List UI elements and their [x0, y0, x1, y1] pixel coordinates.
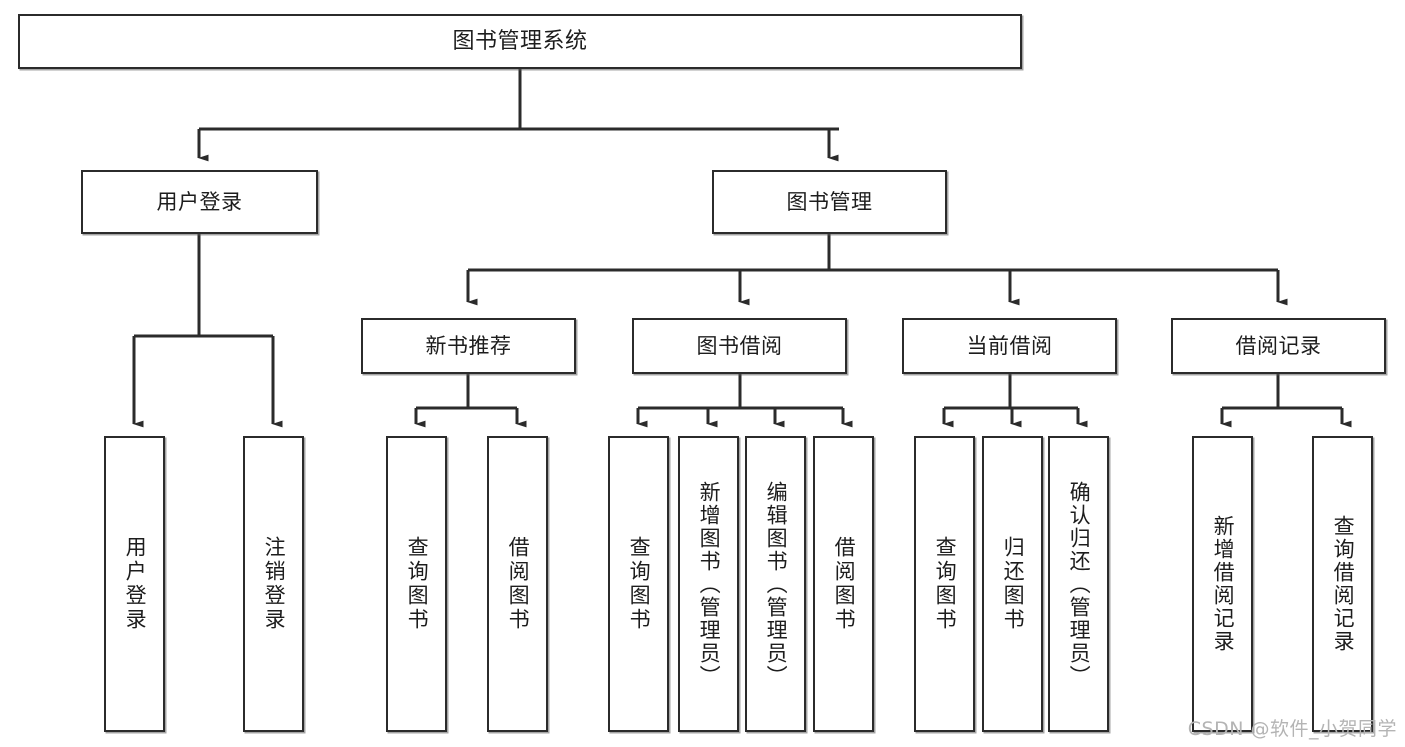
leaf-current-borrow-return-label: 归还图书 [1001, 536, 1026, 632]
leaf-book-borrow-edit[interactable]: 编辑图书（管理员） [745, 436, 806, 732]
leaf-borrow-record-add-label: 新增借阅记录 [1211, 515, 1236, 653]
leaf-current-borrow-return[interactable]: 归还图书 [982, 436, 1043, 732]
leaf-user-login-logout[interactable]: 注销登录 [243, 436, 304, 732]
leaf-book-borrow-borrow[interactable]: 借阅图书 [813, 436, 874, 732]
leaf-borrow-record-add[interactable]: 新增借阅记录 [1192, 436, 1253, 732]
leaf-new-book-borrow[interactable]: 借阅图书 [487, 436, 548, 732]
node-root-system[interactable]: 图书管理系统 [18, 14, 1022, 69]
node-book-borrow-label: 图书借阅 [696, 333, 783, 358]
node-book-management[interactable]: 图书管理 [712, 170, 947, 234]
leaf-new-book-query[interactable]: 查询图书 [386, 436, 447, 732]
leaf-borrow-record-query[interactable]: 查询借阅记录 [1312, 436, 1373, 732]
leaf-book-borrow-add[interactable]: 新增图书（管理员） [678, 436, 739, 732]
leaf-borrow-record-query-label: 查询借阅记录 [1331, 515, 1356, 653]
node-new-book-recommend[interactable]: 新书推荐 [361, 318, 576, 374]
leaf-current-borrow-confirm-return[interactable]: 确认归还（管理员） [1048, 436, 1109, 732]
leaf-new-book-borrow-label: 借阅图书 [506, 536, 531, 632]
leaf-user-login-login-label: 用户登录 [123, 536, 148, 632]
leaf-book-borrow-query-label: 查询图书 [627, 536, 652, 632]
leaf-book-borrow-borrow-label: 借阅图书 [832, 536, 857, 632]
node-book-management-label: 图书管理 [786, 189, 873, 214]
node-root-system-label: 图书管理系统 [452, 28, 588, 54]
leaf-current-borrow-confirm-return-label: 确认归还（管理员） [1067, 480, 1092, 688]
node-borrow-record-label: 借阅记录 [1235, 333, 1322, 358]
node-current-borrow[interactable]: 当前借阅 [902, 318, 1117, 374]
node-book-borrow[interactable]: 图书借阅 [632, 318, 847, 374]
leaf-new-book-query-label: 查询图书 [405, 536, 430, 632]
node-user-login[interactable]: 用户登录 [81, 170, 318, 234]
node-borrow-record[interactable]: 借阅记录 [1171, 318, 1386, 374]
leaf-book-borrow-add-label: 新增图书（管理员） [697, 480, 722, 688]
leaf-book-borrow-edit-label: 编辑图书（管理员） [764, 480, 789, 688]
leaf-user-login-logout-label: 注销登录 [262, 536, 287, 632]
leaf-current-borrow-query[interactable]: 查询图书 [914, 436, 975, 732]
node-new-book-recommend-label: 新书推荐 [425, 333, 512, 358]
leaf-current-borrow-query-label: 查询图书 [933, 536, 958, 632]
node-user-login-label: 用户登录 [156, 189, 243, 214]
leaf-book-borrow-query[interactable]: 查询图书 [608, 436, 669, 732]
node-current-borrow-label: 当前借阅 [966, 333, 1053, 358]
csdn-watermark: CSDN @软件_小贺同学 [1187, 718, 1397, 740]
leaf-user-login-login[interactable]: 用户登录 [104, 436, 165, 732]
